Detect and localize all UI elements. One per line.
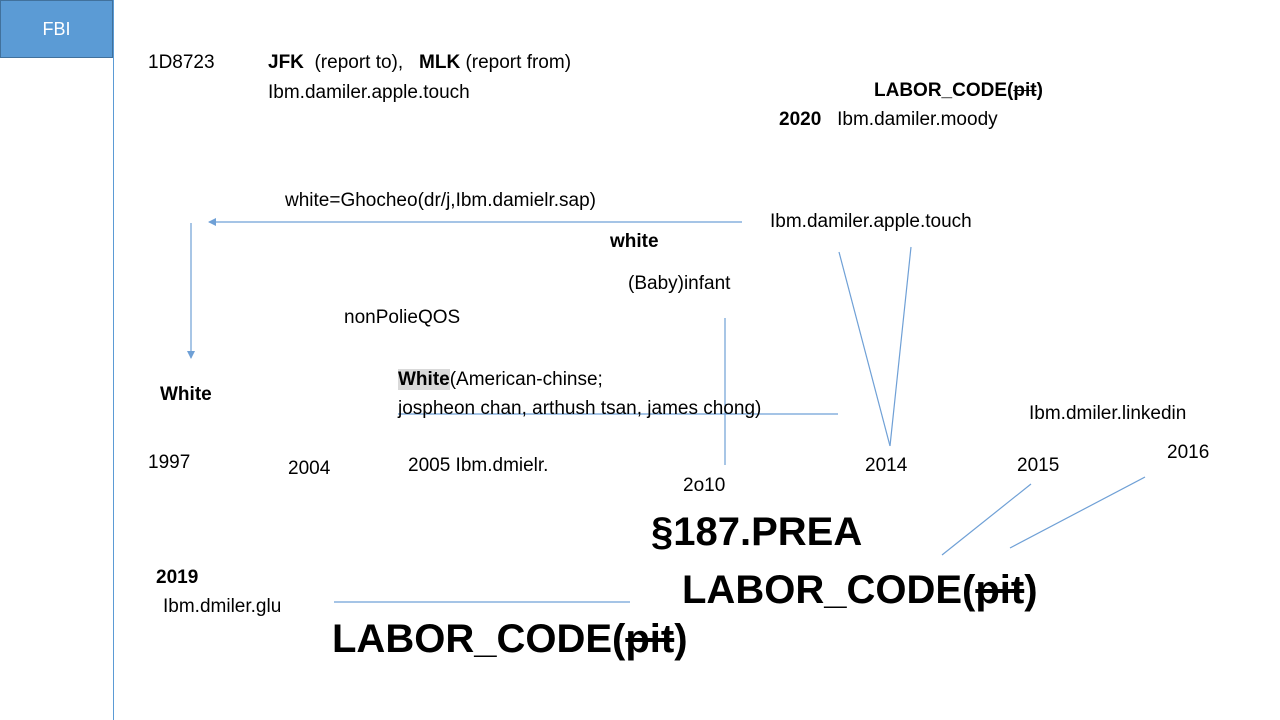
year-2015: 2015 — [1017, 455, 1060, 476]
labor-code-large-right: LABOR_CODE(pit) — [682, 567, 1038, 613]
labor-code-left-struck: pit — [625, 617, 675, 661]
v-line-left — [838, 251, 891, 447]
year-2019: 2019 — [156, 567, 199, 588]
labor-code-right-struck: pit — [975, 568, 1025, 612]
year-2020: 2020 — [779, 109, 822, 130]
fbi-label: FBI — [42, 18, 71, 39]
labor-code-right-suffix: ) — [1024, 568, 1038, 612]
glu-label: Ibm.dmiler.glu — [163, 596, 282, 617]
year-1997: 1997 — [148, 452, 191, 473]
line-2016 — [1009, 476, 1146, 549]
infant-label: (Baby)infant — [628, 273, 731, 294]
jfk-label: JFK — [268, 52, 304, 73]
year-2010: 2o10 — [683, 475, 726, 496]
qos-label: nonPolieQOS — [344, 307, 461, 328]
white-cap-label: White — [160, 384, 212, 405]
report-from-label: (report from) — [465, 52, 572, 73]
labor-code-left-suffix: ) — [674, 617, 688, 661]
top-domain: Ibm.damiler.apple.touch — [268, 82, 470, 103]
names-line: jospheon chan, arthush tsan, james chong… — [398, 398, 762, 419]
moody-domain: Ibm.damiler.moody — [837, 109, 998, 130]
moody-line: 2020 Ibm.damiler.moody — [779, 109, 998, 131]
labor-code-right-prefix: LABOR_CODE( — [682, 568, 976, 612]
right-domain: Ibm.damiler.apple.touch — [770, 211, 972, 232]
american-label: (American-chinse; — [449, 369, 603, 390]
labor-code-small-struck: pit — [1013, 80, 1037, 101]
labor-code-small-prefix: LABOR_CODE( — [874, 80, 1014, 101]
fbi-box: FBI — [0, 0, 113, 58]
american-line: White(American-chinse; — [398, 369, 603, 391]
labor-code-left-prefix: LABOR_CODE( — [332, 617, 626, 661]
report-to-label: (report to), — [314, 52, 404, 73]
white-equation: white=Ghocheo(dr/j,Ibm.damielr.sap) — [285, 190, 597, 211]
id-code: 1D8723 — [148, 52, 215, 73]
prea-label: §187.PREA — [651, 510, 863, 554]
mlk-label: MLK — [419, 52, 461, 73]
labor-code-large-left: LABOR_CODE(pit) — [332, 616, 688, 662]
white-label: white — [610, 231, 659, 252]
labor-code-small-suffix: ) — [1036, 80, 1043, 101]
report-line: JFK (report to), MLK (report from) — [268, 52, 571, 74]
year-2005: 2005 Ibm.dmielr. — [408, 455, 549, 476]
year-2016: 2016 — [1167, 442, 1210, 463]
year-2004: 2004 — [288, 458, 331, 479]
year-2014: 2014 — [865, 455, 908, 476]
line-2015 — [941, 483, 1032, 556]
vertical-divider — [113, 0, 114, 720]
v-line-right — [889, 246, 912, 447]
linkedin-label: Ibm.dmiler.linkedin — [1029, 403, 1187, 424]
labor-code-small: LABOR_CODE(pit) — [874, 80, 1043, 102]
white-highlight: White — [398, 369, 450, 390]
